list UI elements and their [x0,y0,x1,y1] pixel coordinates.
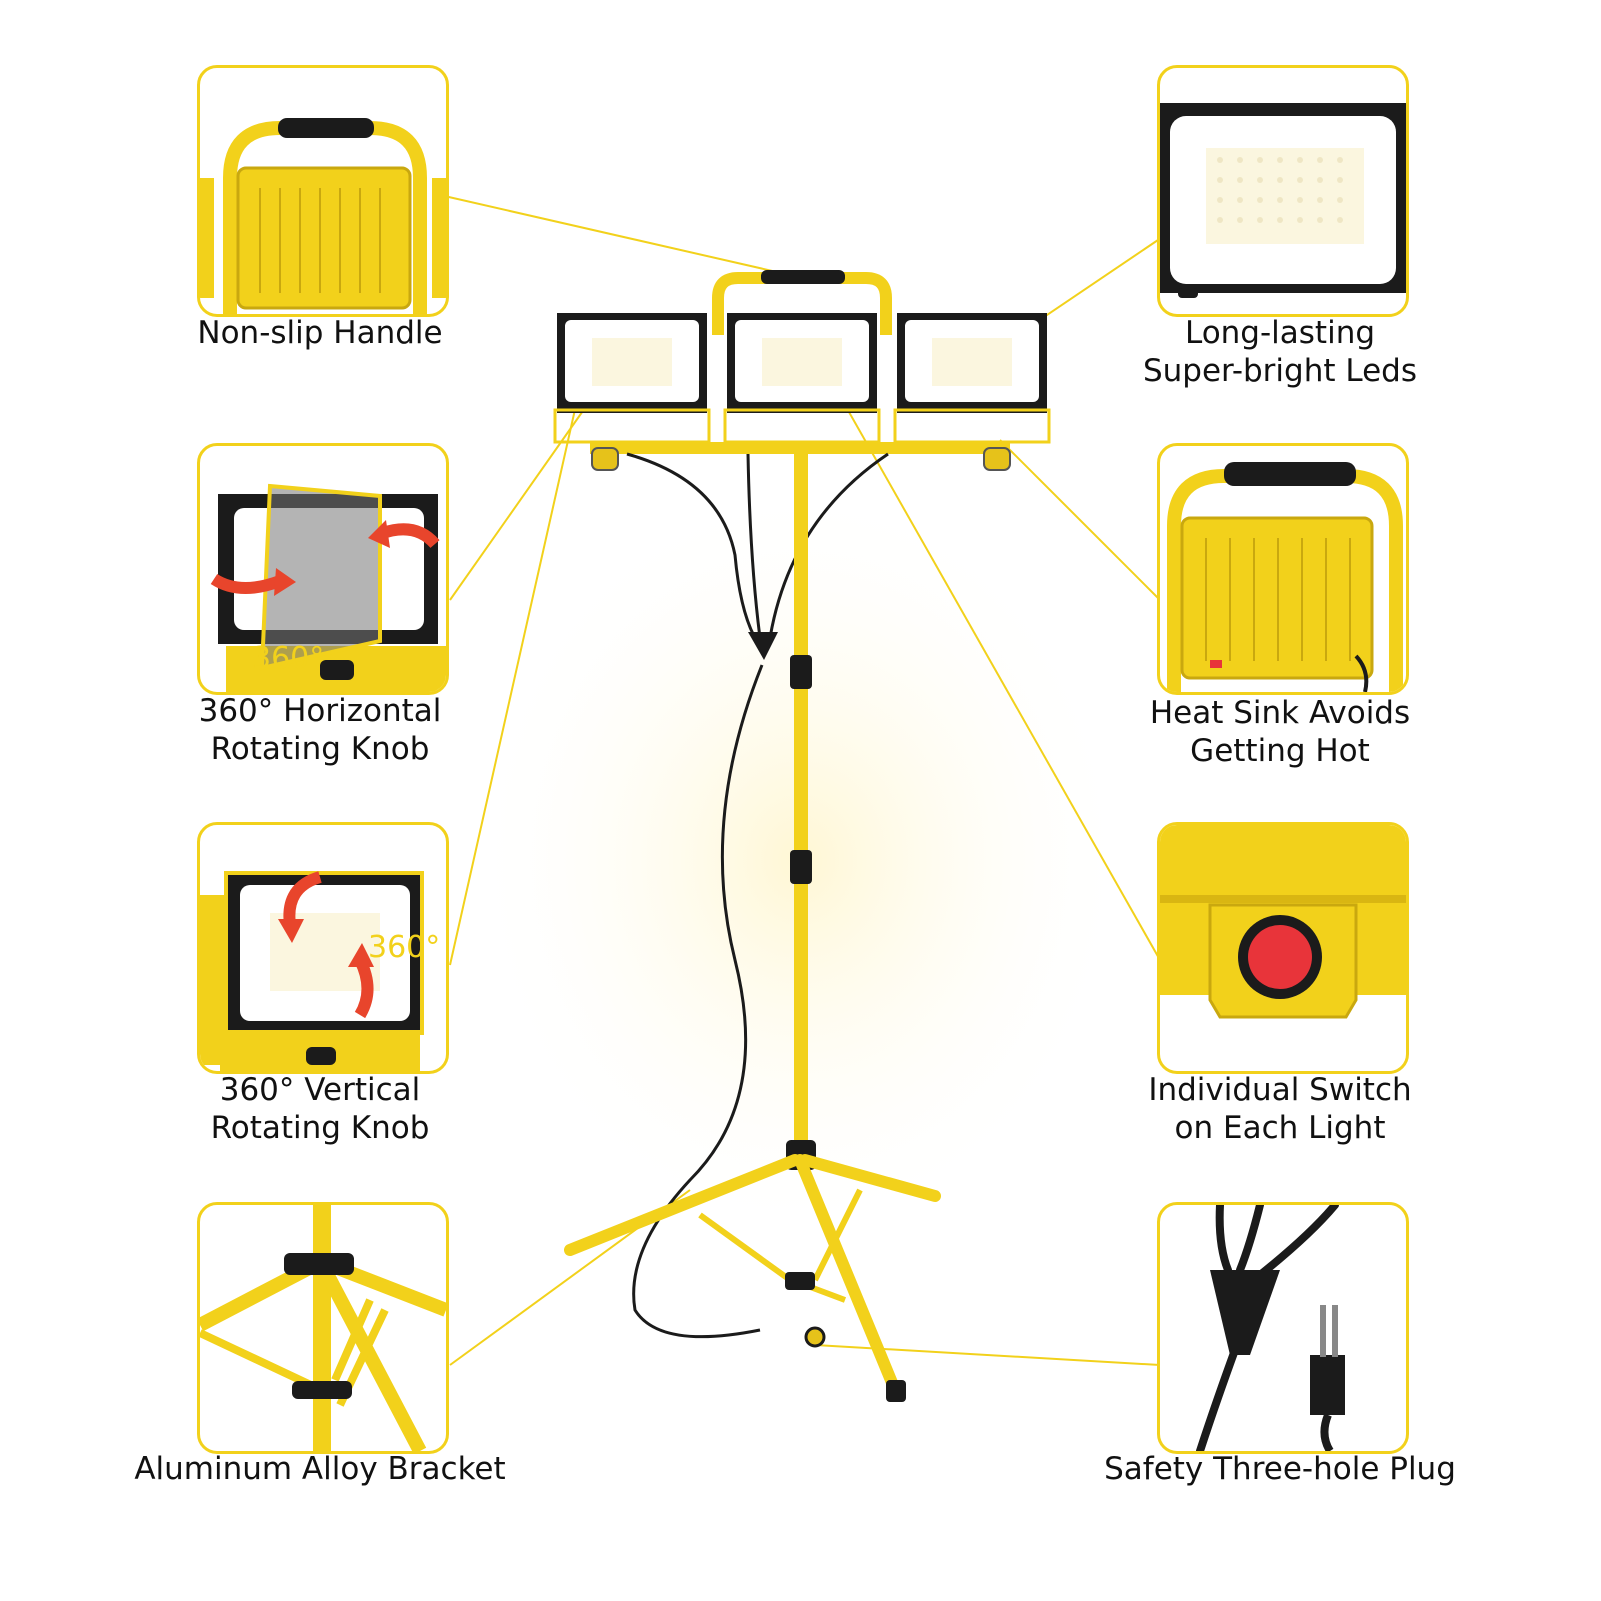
light-head-center [723,313,881,444]
feature-panel-leds [1157,65,1409,317]
caption-horizontal-knob-line-1: 360° Horizontal [198,693,442,729]
caption-plug-line-1: Safety Three-hole Plug [1104,1451,1456,1487]
horizontal-rotation-closeup-image: 360° [210,483,446,692]
feature-panel-handle [197,65,449,317]
caption-heat-sink-line-2: Getting Hot [1190,733,1370,769]
caption-vertical-knob-line-1: 360° Vertical [219,1072,421,1108]
feature-panel-switch [1157,822,1409,1074]
caption-heat-sink: Heat Sink Avoids Getting Hot [1100,694,1460,770]
heat-sink-closeup-image [1167,462,1403,692]
caption-horizontal-knob: 360° Horizontal Rotating Knob [160,692,480,768]
caption-horizontal-knob-line-2: Rotating Knob [210,731,430,767]
bracket-closeup-image [200,1205,446,1451]
plug-closeup-image [1196,1205,1345,1451]
horizontal-rotation-badge: 360° [252,641,324,676]
led-closeup-image [1160,103,1406,298]
feature-panel-plug [1157,1202,1409,1454]
caption-handle: Non-slip Handle [160,314,480,352]
feature-panel-heat-sink [1157,443,1409,695]
feature-panel-horizontal-knob: 360° [197,443,449,695]
caption-handle-line-1: Non-slip Handle [197,315,443,351]
caption-switch-line-1: Individual Switch [1148,1072,1412,1108]
vertical-rotation-badge: 360° [368,930,440,965]
switch-closeup-image [1160,825,1406,1019]
light-head-left [553,313,711,444]
caption-leds-line-2: Super-bright Leds [1142,353,1418,389]
caption-switch: Individual Switch on Each Light [1100,1071,1460,1147]
handle-closeup-image [200,118,446,314]
caption-plug: Safety Three-hole Plug [1060,1450,1500,1488]
caption-leds-line-1: Long-lasting [1184,315,1376,351]
caption-bracket-line-1: Aluminum Alloy Bracket [134,1451,506,1487]
vertical-rotation-closeup-image: 360° [200,871,440,1071]
feature-panel-vertical-knob: 360° [197,822,449,1074]
caption-leds: Long-lasting Super-bright Leds [1100,314,1460,390]
caption-bracket: Aluminum Alloy Bracket [110,1450,530,1488]
caption-switch-line-2: on Each Light [1174,1110,1386,1146]
light-head-right [893,313,1051,444]
caption-heat-sink-line-1: Heat Sink Avoids [1149,695,1411,731]
caption-vertical-knob: 360° Vertical Rotating Knob [160,1071,480,1147]
feature-panel-bracket [197,1202,449,1454]
caption-vertical-knob-line-2: Rotating Knob [210,1110,430,1146]
